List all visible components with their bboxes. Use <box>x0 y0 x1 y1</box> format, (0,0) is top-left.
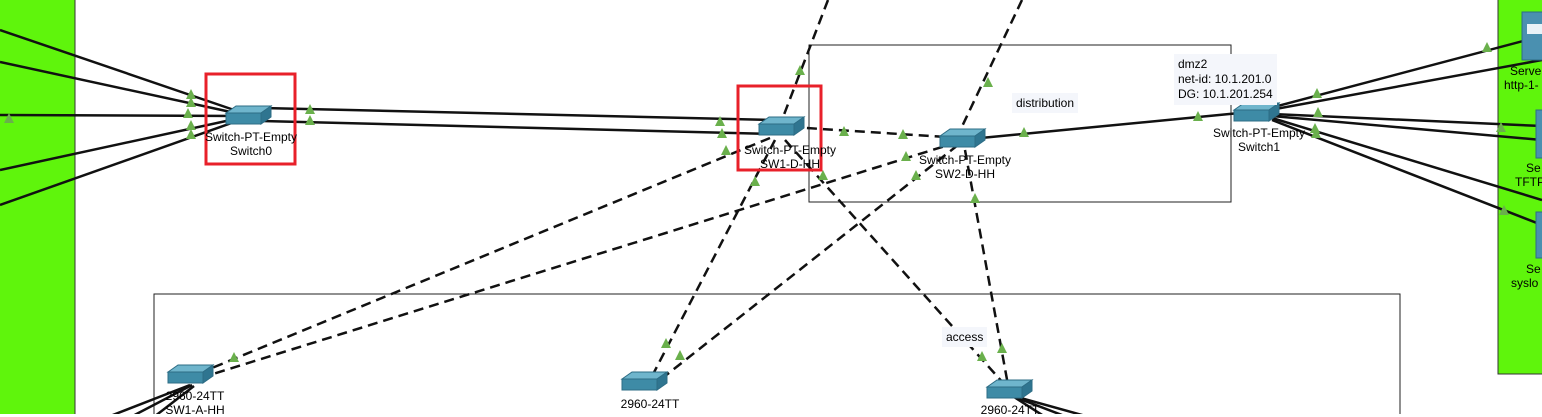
server1-desc: http-1- <box>1504 78 1539 92</box>
sw2-model: Switch-PT-Empty <box>918 153 1011 167</box>
switch0-label: Switch-PT-Empty Switch0 <box>196 130 306 158</box>
left-cloud-area[interactable] <box>0 0 76 414</box>
access-left-model: 2960-24TT <box>165 389 225 403</box>
access-area-box[interactable] <box>153 293 1401 414</box>
access-area-label: access <box>942 327 988 347</box>
distribution-area-label: distribution <box>1012 93 1079 113</box>
dmz-note-gateway: DG: 10.1.201.254 <box>1178 87 1273 101</box>
sw1-icon[interactable] <box>757 116 806 136</box>
sw1-label: Switch-PT-Empty SW1-D-HH <box>735 143 845 171</box>
sw2-icon[interactable] <box>938 128 987 148</box>
dmz-note[interactable]: dmz2 net-id: 10.1.201.0 DG: 10.1.201.254 <box>1174 54 1277 105</box>
sw2-name: SW2-D-HH <box>935 167 995 181</box>
selection-highlight-sw1 <box>736 84 823 172</box>
sw1-model: Switch-PT-Empty <box>743 143 836 157</box>
server-icon[interactable] <box>1535 109 1542 159</box>
server1-name: Serve <box>1510 64 1542 78</box>
dmz-note-netid: net-id: 10.1.201.0 <box>1178 72 1272 86</box>
server-icon[interactable] <box>1535 211 1542 259</box>
switch0-icon[interactable] <box>224 105 273 125</box>
access-right-label: 2960-24TT <box>965 403 1055 417</box>
switch1-icon[interactable] <box>1232 102 1281 122</box>
selection-highlight-switch0 <box>204 72 297 166</box>
access-switch-mid-icon[interactable] <box>620 371 669 391</box>
sw1-name: SW1-D-HH <box>760 157 820 171</box>
access-switch-left-icon[interactable] <box>166 364 215 384</box>
server2-label: Se TFTP <box>1515 161 1542 189</box>
dashed-links <box>194 0 1024 386</box>
access-left-name: SW1-A-HH <box>165 403 225 417</box>
switch1-model: Switch-PT-Empty <box>1212 126 1305 140</box>
server2-name: Se <box>1526 161 1541 175</box>
solid-links <box>0 28 1542 414</box>
access-left-label: 2960-24TT SW1-A-HH <box>150 389 240 417</box>
switch0-model: Switch-PT-Empty <box>204 130 297 144</box>
access-mid-model: 2960-24TT <box>620 397 680 411</box>
server3-label: Se syslo <box>1511 262 1541 290</box>
server2-desc: TFTP <box>1515 175 1542 189</box>
dmz-note-title: dmz2 <box>1178 57 1208 71</box>
access-switch-right-icon[interactable] <box>985 379 1034 399</box>
switch1-label: Switch-PT-Empty Switch1 <box>1204 126 1314 154</box>
sw2-label: Switch-PT-Empty SW2-D-HH <box>910 153 1020 181</box>
switch1-name: Switch1 <box>1237 140 1281 154</box>
server-icon[interactable] <box>1521 11 1542 61</box>
access-mid-label: 2960-24TT <box>605 397 695 411</box>
server1-label: Serve http-1- <box>1504 64 1542 92</box>
link-lights <box>4 42 1509 362</box>
distribution-area-box[interactable] <box>808 44 1232 203</box>
switch0-name: Switch0 <box>229 144 273 158</box>
server3-desc: syslo <box>1511 276 1539 290</box>
access-right-model: 2960-24TT <box>980 403 1040 417</box>
server3-name: Se <box>1526 262 1541 276</box>
